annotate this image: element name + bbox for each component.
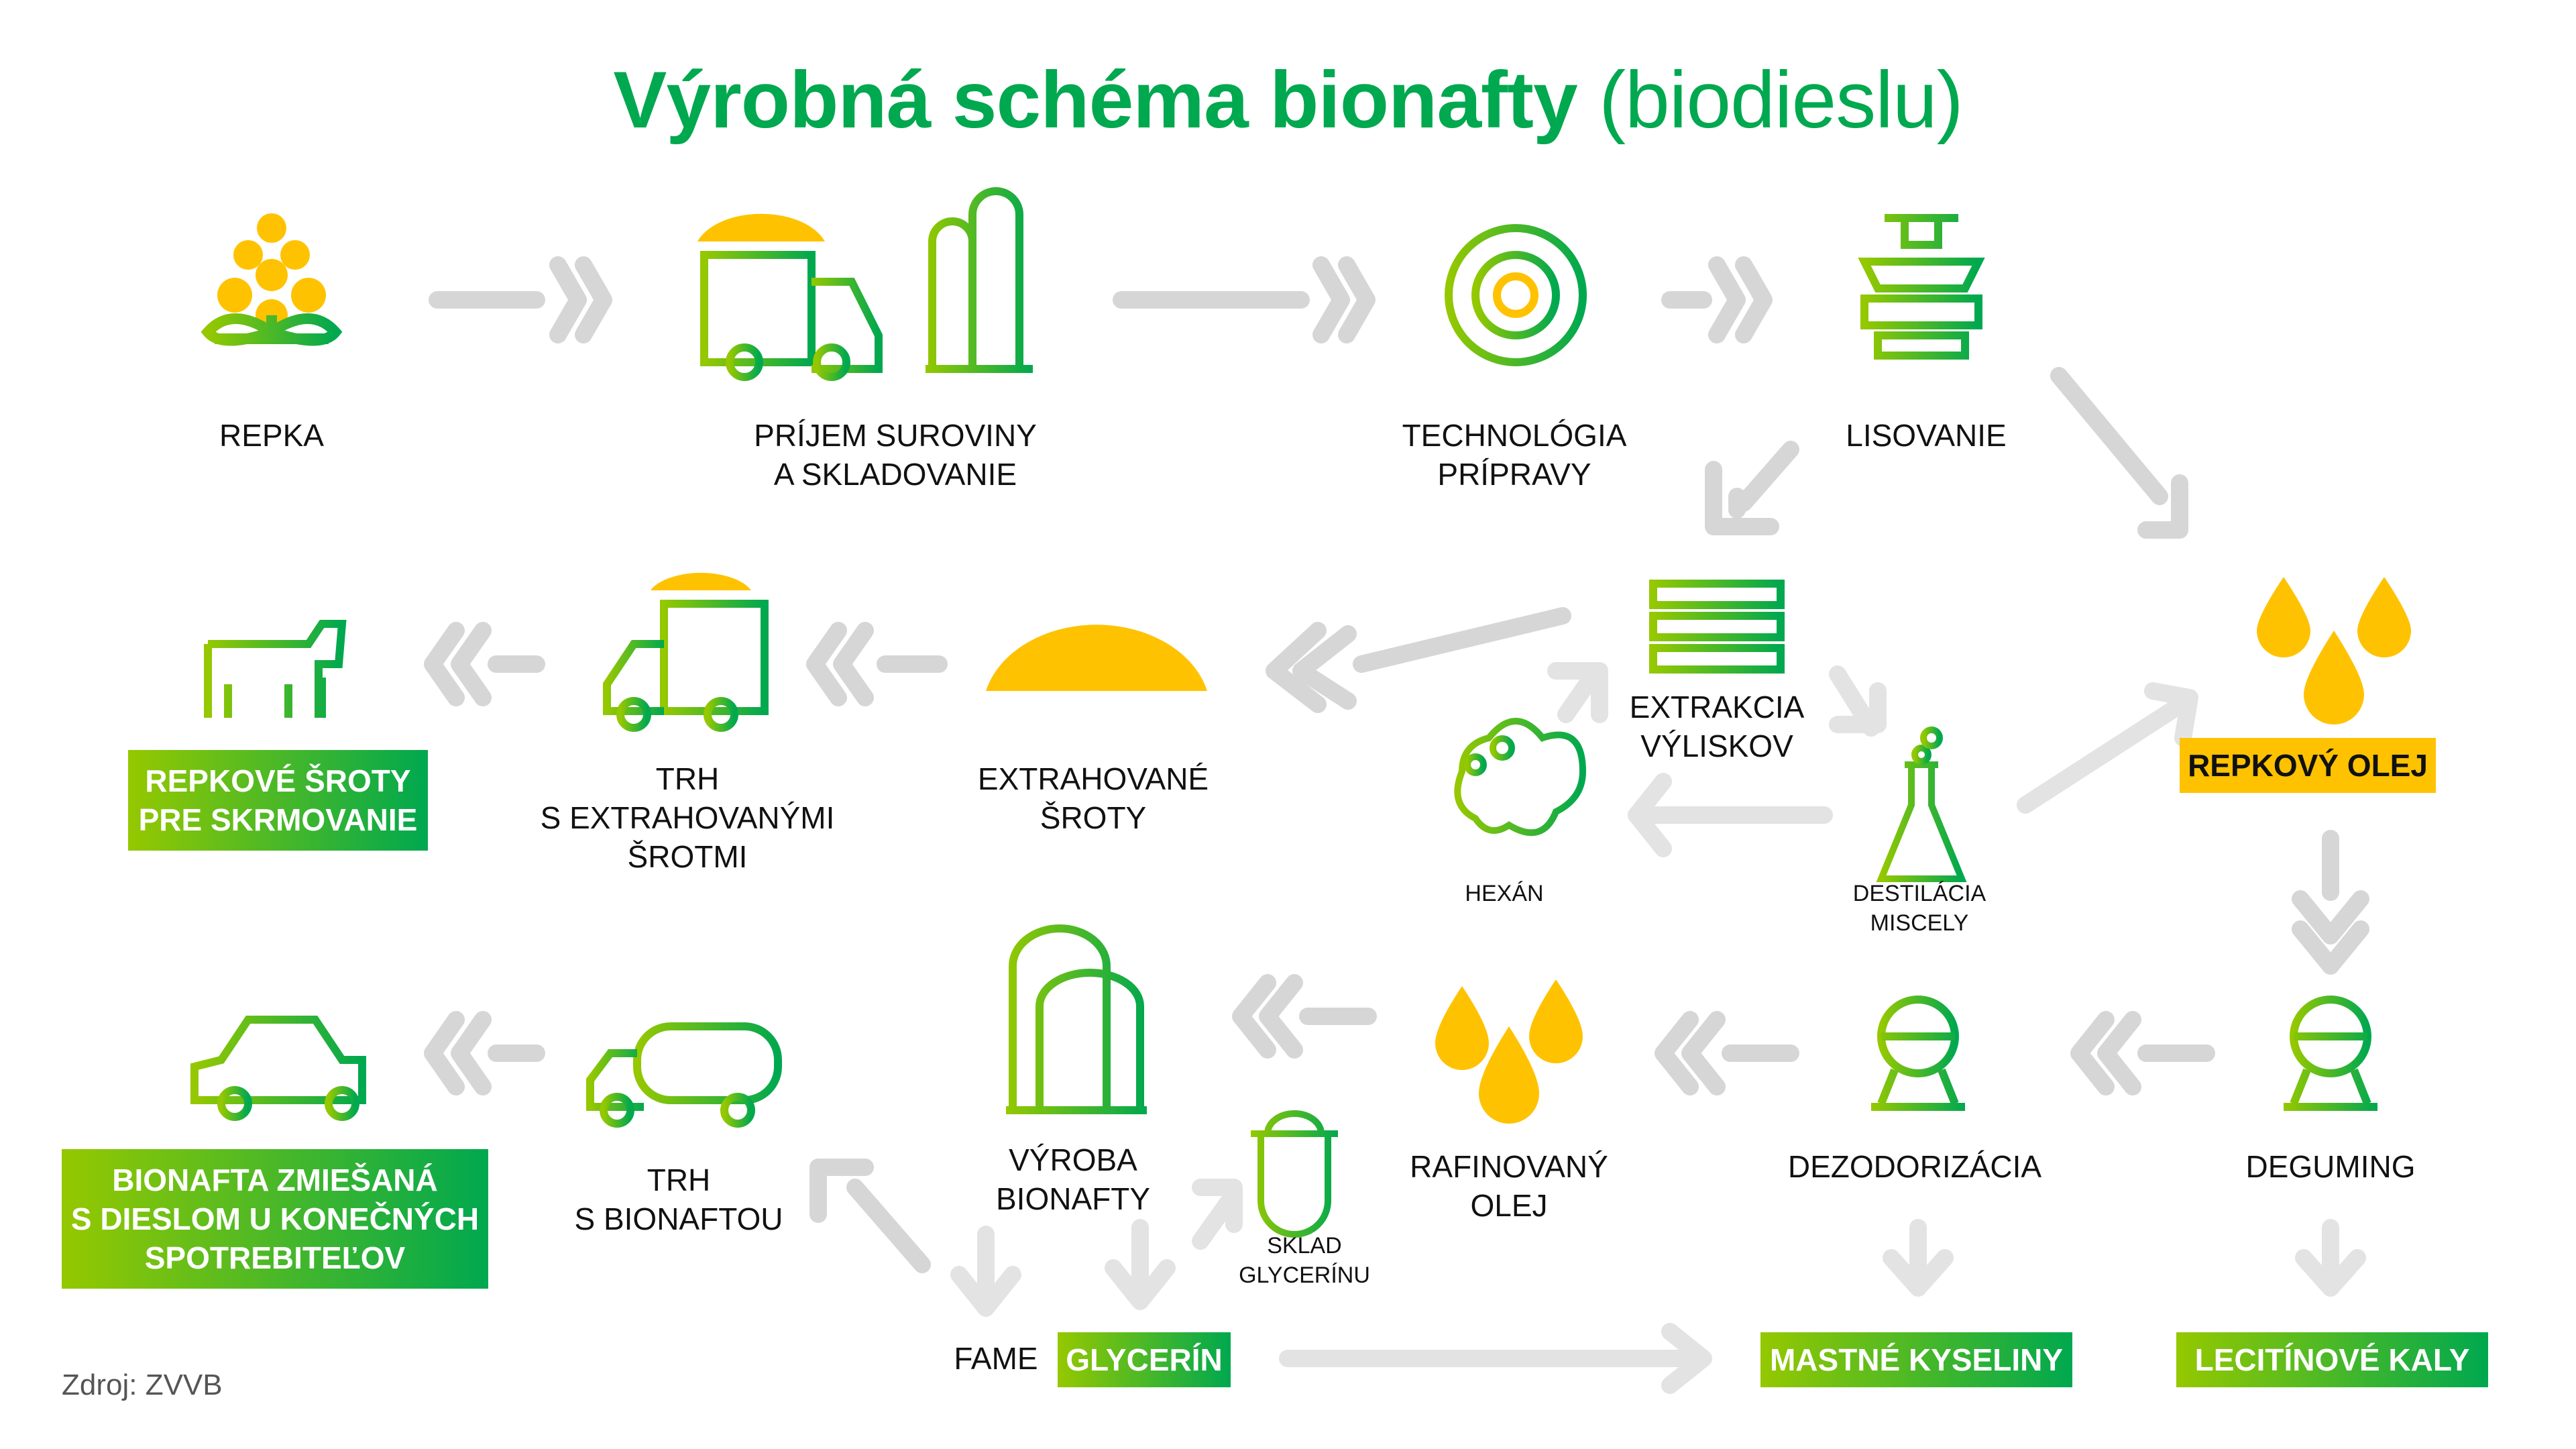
label-extrahovane-line2: ŠROTY bbox=[1040, 800, 1147, 835]
label-rafinovany-line2: OLEJ bbox=[1470, 1188, 1548, 1223]
arrow-olej-deguming bbox=[2292, 830, 2369, 975]
arrow-dezodorizacia-rafinovany bbox=[1655, 1011, 1799, 1095]
label-rafinovany-line1: RAFINOVANÝ bbox=[1410, 1149, 1608, 1184]
label-extrahovane: EXTRAHOVANÉ ŠROTY bbox=[978, 759, 1209, 837]
arrows bbox=[424, 256, 2369, 1394]
box-repkove-sroty: REPKOVÉ ŠROTY PRE SKRMOVANIE bbox=[128, 750, 428, 851]
label-sklad: SKLAD GLYCERÍNU bbox=[1239, 1231, 1370, 1290]
label-extrakcia: EXTRAKCIA VÝLISKOV bbox=[1630, 688, 1805, 765]
label-extrahovane-line1: EXTRAHOVANÉ bbox=[977, 761, 1209, 796]
label-deguming: DEGUMING bbox=[2245, 1149, 2416, 1184]
box-glycerin: GLYCERÍN bbox=[1058, 1332, 1231, 1387]
arrow-technologia-lisovanie bbox=[1661, 256, 1773, 343]
box-repkove-sroty-line1: REPKOVÉ ŠROTY bbox=[145, 763, 411, 798]
box-bionafta-line1: BIONAFTA ZMIEŠANÁ bbox=[112, 1163, 438, 1197]
label-sklad-line1: SKLAD bbox=[1267, 1233, 1342, 1258]
label-trh-bionafta-line1: TRH bbox=[647, 1163, 711, 1197]
label-destilacia-line1: DESTILÁCIA bbox=[1852, 881, 1986, 906]
flask-icon bbox=[1876, 727, 1967, 882]
label-technologia-line1: TECHNOLÓGIA bbox=[1402, 418, 1627, 453]
arrow-vyroba-fame bbox=[950, 1226, 1021, 1317]
title-light: (biodieslu) bbox=[1599, 55, 1964, 145]
label-fame: FAME bbox=[954, 1341, 1038, 1376]
label-vyroba: VÝROBA BIONAFTY bbox=[996, 1140, 1150, 1218]
arrow-dezodorizacia-mastne bbox=[1883, 1219, 1954, 1297]
truck-silo-icon bbox=[697, 187, 1033, 381]
label-rafinovany: RAFINOVANÝ OLEJ bbox=[1410, 1147, 1608, 1225]
arrow-lisovanie-extrakcia bbox=[1705, 441, 1799, 535]
label-technologia-line2: PRÍPRAVY bbox=[1437, 457, 1591, 492]
label-extrakcia-line2: VÝLISKOV bbox=[1640, 729, 1793, 763]
storage-tank-icon bbox=[1251, 1110, 1338, 1238]
label-lisovanie: LISOVANIE bbox=[1846, 418, 2007, 453]
gear-icon bbox=[1445, 224, 1587, 366]
label-trh-sroty-line1: TRH bbox=[655, 761, 720, 796]
arrow-repka-prijem bbox=[429, 256, 612, 343]
arrow-hexan-extrakcia bbox=[1547, 662, 1608, 723]
label-technologia: TECHNOLÓGIA PRÍPRAVY bbox=[1402, 416, 1627, 494]
cloud-bubbles-icon bbox=[1454, 718, 1587, 837]
label-dezodorizacia: DEZODORIZÁCIA bbox=[1787, 1149, 2042, 1184]
source-note: Zdroj: ZVVB bbox=[62, 1368, 223, 1401]
label-repka: REPKA bbox=[219, 418, 324, 453]
arrow-destilacia-hexan bbox=[1628, 773, 1833, 857]
meal-pile-icon bbox=[986, 625, 1207, 691]
arrow-rafinovany-vyroba bbox=[1232, 974, 1377, 1059]
arrow-trhb-auto bbox=[424, 1011, 545, 1095]
arrow-prijem-technologia bbox=[1113, 256, 1376, 343]
box-repkove-sroty-line2: PRE SKRMOVANIE bbox=[138, 802, 418, 837]
rapeseed-flower-icon bbox=[201, 213, 343, 346]
label-sklad-line2: GLYCERÍNU bbox=[1239, 1263, 1370, 1288]
label-trh-sroty-line2: S EXTRAHOVANÝMI bbox=[540, 800, 835, 835]
box-bionafta: BIONAFTA ZMIEŠANÁ S DIESLOM U KONEČNÝCH SP… bbox=[62, 1149, 488, 1289]
deguming-tank-icon bbox=[2284, 996, 2377, 1111]
arrow-sroty-trh bbox=[806, 622, 948, 706]
label-vyroba-line1: VÝROBA bbox=[1009, 1142, 1137, 1177]
arrow-extrakcia-sroty bbox=[1266, 607, 1571, 713]
arrow-trh-krava bbox=[424, 622, 545, 706]
label-vyroba-line2: BIONAFTY bbox=[995, 1181, 1151, 1216]
label-trh-sroty: TRH S EXTRAHOVANÝMI ŠROTMI bbox=[541, 759, 835, 876]
box-lecitinove-kaly: LECITÍNOVÉ KALY bbox=[2176, 1332, 2488, 1387]
silo-icon bbox=[1006, 924, 1147, 1114]
arrow-lisovanie-olej bbox=[2050, 367, 2188, 539]
arrow-destilacia-olej bbox=[2017, 682, 2198, 814]
label-prijem-line1: PRÍJEM SUROVINY bbox=[754, 418, 1037, 453]
box-repkovy-olej: REPKOVÝ OLEJ bbox=[2180, 738, 2436, 793]
layers-icon bbox=[1649, 580, 1785, 674]
arrow-vyroba-glycerin bbox=[1105, 1219, 1176, 1310]
press-icon bbox=[1858, 214, 1985, 360]
truck-icon bbox=[603, 572, 769, 732]
box-bionafta-line2: S DIESLOM U KONEČNÝCH bbox=[70, 1201, 480, 1236]
title-bold: Výrobná schéma bionafty bbox=[613, 55, 1577, 145]
page-title: Výrobná schéma bionafty (biodieslu) bbox=[0, 54, 2576, 146]
label-extrakcia-line1: EXTRAKCIA bbox=[1629, 690, 1805, 724]
oil-drops-icon bbox=[2257, 577, 2411, 724]
label-hexan: HEXÁN bbox=[1465, 881, 1544, 906]
arrow-glycerin-sklad bbox=[1192, 1179, 1243, 1250]
label-destilacia-line2: MISCELY bbox=[1870, 910, 1969, 936]
arrow-extrakcia-destilacia bbox=[1829, 665, 1887, 737]
label-trh-bionafta: TRH S BIONAFTOU bbox=[575, 1161, 783, 1238]
refined-oil-drops-icon bbox=[1435, 979, 1583, 1124]
car-icon bbox=[190, 1016, 366, 1121]
dezodorizacia-tank-icon bbox=[1871, 996, 1965, 1111]
arrow-fame-trh bbox=[809, 1159, 931, 1273]
tanker-truck-icon bbox=[586, 1022, 782, 1128]
box-bionafta-line3: SPOTREBITEĽOV bbox=[144, 1240, 406, 1275]
cow-icon bbox=[204, 620, 347, 718]
label-trh-sroty-line3: ŠROTMI bbox=[627, 839, 748, 874]
label-prijem: PRÍJEM SUROVINY A SKLADOVANIE bbox=[754, 416, 1037, 494]
arrow-glycerin-mastne bbox=[1279, 1323, 1712, 1394]
box-mastne-kyseliny: MASTNÉ KYSELINY bbox=[1760, 1332, 2072, 1387]
label-trh-bionafta-line2: S BIONAFTOU bbox=[574, 1201, 783, 1236]
label-destilacia: DESTILÁCIA MISCELY bbox=[1853, 879, 1986, 938]
label-prijem-line2: A SKLADOVANIE bbox=[773, 457, 1017, 492]
arrow-deguming-lecitin bbox=[2295, 1219, 2366, 1297]
arrow-deguming-dezodorizacia bbox=[2070, 1011, 2215, 1095]
